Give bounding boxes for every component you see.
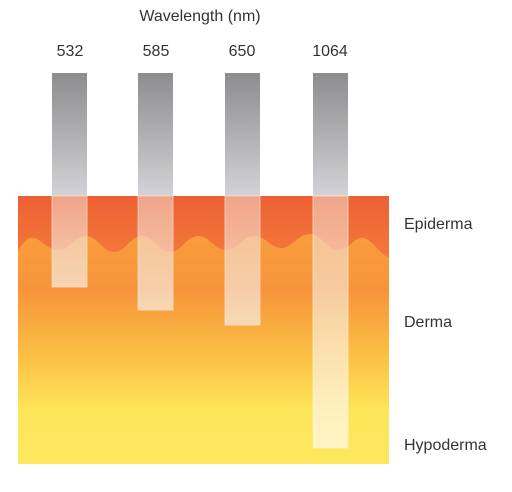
laser-beam-585 (137, 73, 174, 311)
beam-1064-in-tissue (312, 195, 349, 449)
wavelength-label-532: 532 (56, 43, 84, 60)
beam-1064-above (313, 73, 348, 196)
beam-585-in-tissue (137, 195, 174, 311)
laser-beam-650 (224, 73, 261, 326)
wavelength-label-585: 585 (142, 43, 170, 60)
layer-label-hypoderma: Hypoderma (404, 437, 487, 454)
laser-beam-1064 (312, 73, 349, 449)
axis-title: Wavelength (nm) (139, 8, 261, 25)
wavelength-label-1064: 1064 (312, 43, 348, 60)
layer-label-epiderma: Epiderma (404, 216, 473, 233)
laser-beam-532 (51, 73, 88, 288)
beam-650-in-tissue (224, 195, 261, 326)
beam-585-above (138, 73, 173, 196)
layer-label-derma: Derma (404, 314, 453, 331)
beam-532-above (52, 73, 87, 196)
wavelength-label-650: 650 (228, 43, 256, 60)
beam-650-above (225, 73, 260, 196)
epidermis-layer (18, 196, 389, 258)
beam-532-in-tissue (51, 195, 88, 288)
